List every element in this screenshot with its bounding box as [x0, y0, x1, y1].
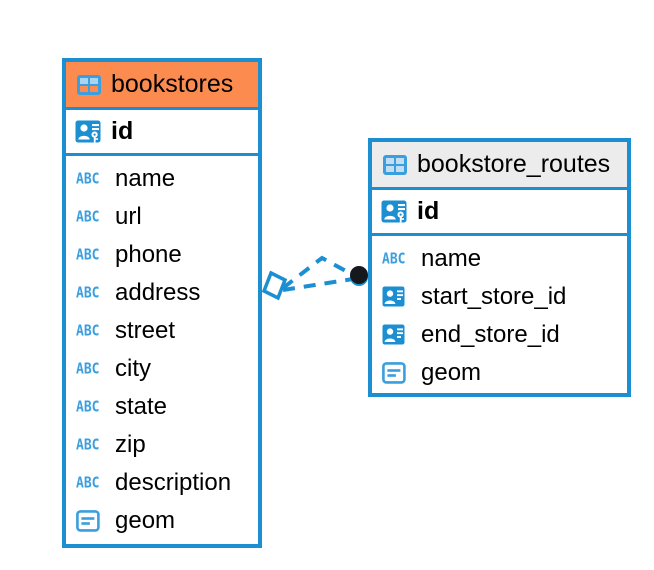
foreign-key-icon [382, 324, 412, 346]
field-label-start-store-id: start_store_id [421, 283, 567, 310]
abc-icon: ABC [76, 360, 100, 378]
abc-icon: ABC [76, 322, 100, 340]
field-label-street: street [115, 317, 176, 344]
entity-bookstore-routes-field-list: ABC name start_store_id [372, 236, 627, 398]
primary-key-icon [75, 119, 103, 145]
field-label-geom: geom [115, 507, 176, 534]
field-label-geom: geom [421, 359, 482, 386]
entity-bookstores-field-list: ABC name ABC url ABC phone ABC address A… [66, 156, 258, 546]
entity-bookstore-routes[interactable]: bookstore_routes id ABC [368, 138, 631, 397]
field-row-geom[interactable]: geom [372, 354, 627, 392]
field-row-id[interactable]: id [66, 110, 258, 156]
abc-icon: ABC [382, 250, 406, 268]
relationship-line-upper [281, 255, 358, 290]
field-row-state[interactable]: ABC state [66, 388, 258, 426]
geometry-icon [76, 510, 106, 532]
abc-icon: ABC [76, 284, 100, 302]
field-label-name: name [421, 245, 482, 272]
entity-bookstore-routes-header[interactable]: bookstore_routes [372, 142, 627, 190]
abc-icon: ABC [76, 246, 100, 264]
field-row-start-store-id[interactable]: start_store_id [372, 278, 627, 316]
field-label-zip: zip [115, 431, 146, 458]
field-row-phone[interactable]: ABC phone [66, 236, 258, 274]
field-row-description[interactable]: ABC description [66, 464, 258, 502]
field-row-city[interactable]: ABC city [66, 350, 258, 388]
entity-bookstores-title: bookstores [111, 70, 234, 98]
abc-icon: ABC [76, 474, 100, 492]
entity-bookstores-header[interactable]: bookstores [66, 62, 258, 110]
table-icon [382, 154, 408, 176]
field-label-name: name [115, 165, 176, 192]
field-row-name[interactable]: ABC name [372, 240, 627, 278]
field-row-street[interactable]: ABC street [66, 312, 258, 350]
field-label-id: id [417, 197, 440, 225]
abc-icon: ABC [76, 398, 100, 416]
field-label-end-store-id: end_store_id [421, 321, 560, 348]
field-label-phone: phone [115, 241, 182, 268]
foreign-key-icon [382, 286, 412, 308]
field-label-description: description [115, 469, 232, 496]
entity-bookstores[interactable]: bookstores id ABC [62, 58, 262, 548]
field-row-end-store-id[interactable]: end_store_id [372, 316, 627, 354]
abc-icon: ABC [76, 208, 100, 226]
abc-icon: ABC [76, 436, 100, 454]
field-label-city: city [115, 355, 151, 382]
field-label-url: url [115, 203, 142, 230]
table-icon [76, 74, 102, 96]
relationship-source-diamond-icon [261, 270, 288, 301]
field-label-id: id [111, 117, 134, 145]
primary-key-icon [381, 199, 409, 225]
field-row-address[interactable]: ABC address [66, 274, 258, 312]
field-label-state: state [115, 393, 168, 420]
field-row-name[interactable]: ABC name [66, 160, 258, 198]
geometry-icon [382, 362, 412, 384]
relationship-line-lower [282, 277, 354, 292]
abc-icon: ABC [76, 170, 100, 188]
relationship-target-circle-icon [350, 266, 368, 286]
field-row-id[interactable]: id [372, 190, 627, 236]
field-row-geom[interactable]: geom [66, 502, 258, 540]
field-row-zip[interactable]: ABC zip [66, 426, 258, 464]
field-label-address: address [115, 279, 201, 306]
entity-bookstore-routes-title: bookstore_routes [417, 150, 611, 178]
field-row-url[interactable]: ABC url [66, 198, 258, 236]
